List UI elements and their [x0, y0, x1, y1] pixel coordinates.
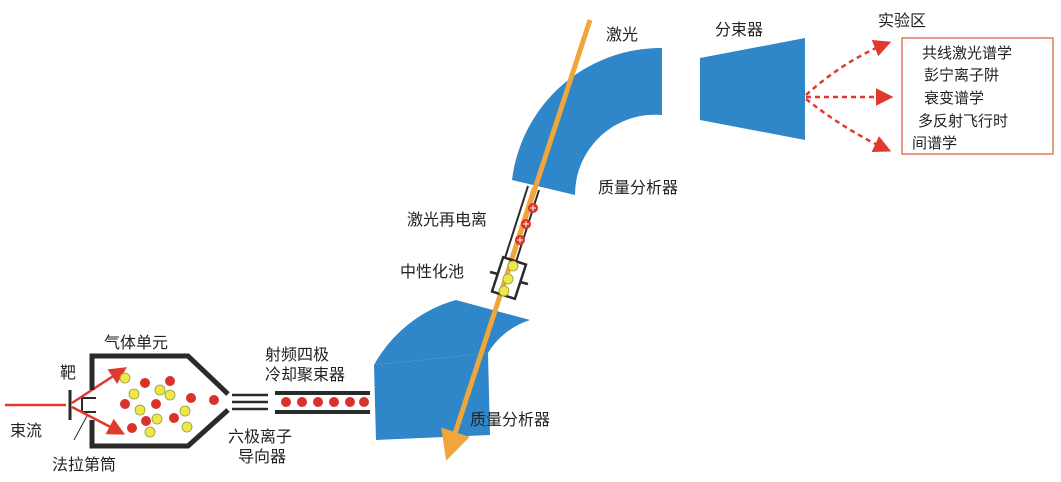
reionized-ions	[515, 203, 538, 245]
gas-cell-label: 气体单元	[104, 333, 168, 352]
mass-analyzer-upper-label: 质量分析器	[598, 178, 678, 197]
mass-analyzer-lower-label: 质量分析器	[470, 410, 550, 429]
output-beam-arrows	[805, 40, 894, 153]
experiment-item: 彭宁离子阱	[924, 66, 999, 84]
neutral-atoms	[498, 260, 519, 297]
experiment-item: 共线激光谱学	[922, 44, 1012, 62]
hexapole-guide-label: 六极离子导向器	[228, 427, 292, 466]
beam-current-label: 束流	[10, 421, 42, 440]
product-arrows	[71, 367, 127, 435]
rfq-cooler-label: 射频四极冷却聚束器	[265, 345, 345, 384]
neutralization-cell-label: 中性化池	[400, 262, 464, 281]
target-label: 靶	[60, 363, 76, 382]
hexapole-ion-guide	[232, 393, 268, 411]
laser-label: 激光	[606, 25, 638, 44]
gas-cell	[89, 353, 230, 449]
gas-cell-neutral-atoms	[119, 372, 193, 438]
hexapole-guide-label-line1: 六极离子	[228, 427, 292, 446]
experiment-item: 衰变谱学	[924, 89, 984, 107]
experiment-area-box	[901, 37, 1054, 155]
experiment-area-label: 实验区	[878, 11, 926, 30]
gas-cell-ions	[120, 376, 219, 433]
faraday-cup	[73, 397, 96, 441]
experiment-item: 多反射飞行时	[918, 112, 1008, 130]
rfq-cooler-label-line1: 射频四极	[265, 345, 329, 364]
mass-analyzer-magnet-upper	[512, 47, 662, 195]
rfq-cooler-label-line2: 冷却聚束器	[265, 365, 345, 384]
mass-analyzer-magnet-lower	[374, 300, 530, 365]
experiment-item: 间谱学	[912, 134, 957, 152]
rfq-cooler-buncher	[275, 391, 370, 414]
beam-splitter-label: 分束器	[715, 20, 763, 39]
beam-splitter-magnet	[700, 38, 805, 140]
laser-reionization-label: 激光再电离	[407, 210, 487, 229]
hexapole-guide-label-line2: 导向器	[238, 447, 286, 466]
faraday-cup-label: 法拉第筒	[52, 455, 116, 474]
